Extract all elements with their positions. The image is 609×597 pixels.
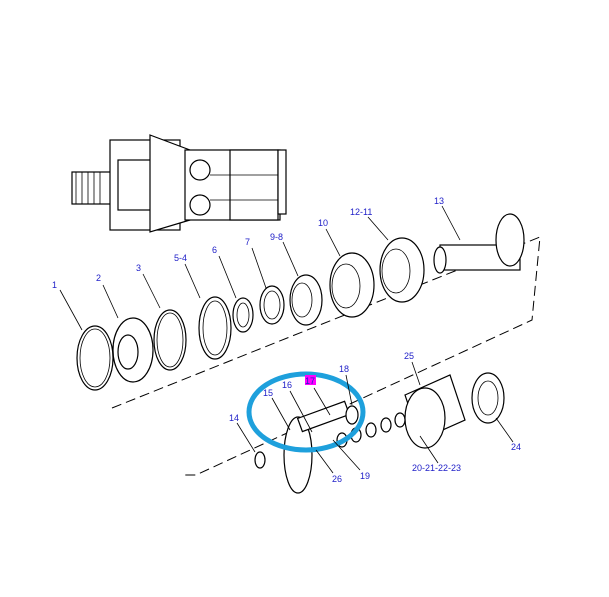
label-5-4[interactable]: 5-4: [174, 253, 187, 263]
leader-lines: [59, 205, 514, 474]
lower-row-parts: [254, 372, 505, 494]
label-3[interactable]: 3: [136, 263, 141, 273]
label-2[interactable]: 2: [96, 273, 101, 283]
label-18[interactable]: 18: [339, 364, 349, 374]
label-6[interactable]: 6: [212, 245, 217, 255]
label-7[interactable]: 7: [245, 237, 250, 247]
label-12-11[interactable]: 12-11: [350, 207, 372, 217]
label-10[interactable]: 10: [318, 218, 328, 228]
label-1[interactable]: 1: [52, 280, 57, 290]
upper-row-parts: [76, 213, 525, 391]
label-13[interactable]: 13: [434, 196, 444, 206]
label-19[interactable]: 19: [360, 471, 370, 481]
highlight-circle: [246, 371, 366, 453]
motor-assembly-illustration: [71, 134, 287, 233]
label-20-21-22-23[interactable]: 20-21-22-23: [412, 463, 461, 473]
label-25[interactable]: 25: [404, 351, 414, 361]
label-17[interactable]: 17: [305, 376, 315, 386]
highlight-box-17: [305, 375, 316, 385]
label-9-8[interactable]: 9-8: [270, 232, 283, 242]
label-15[interactable]: 15: [263, 388, 273, 398]
label-24[interactable]: 24: [511, 442, 521, 452]
label-14[interactable]: 14: [229, 413, 239, 423]
label-26[interactable]: 26: [332, 474, 342, 484]
label-16[interactable]: 16: [282, 380, 292, 390]
